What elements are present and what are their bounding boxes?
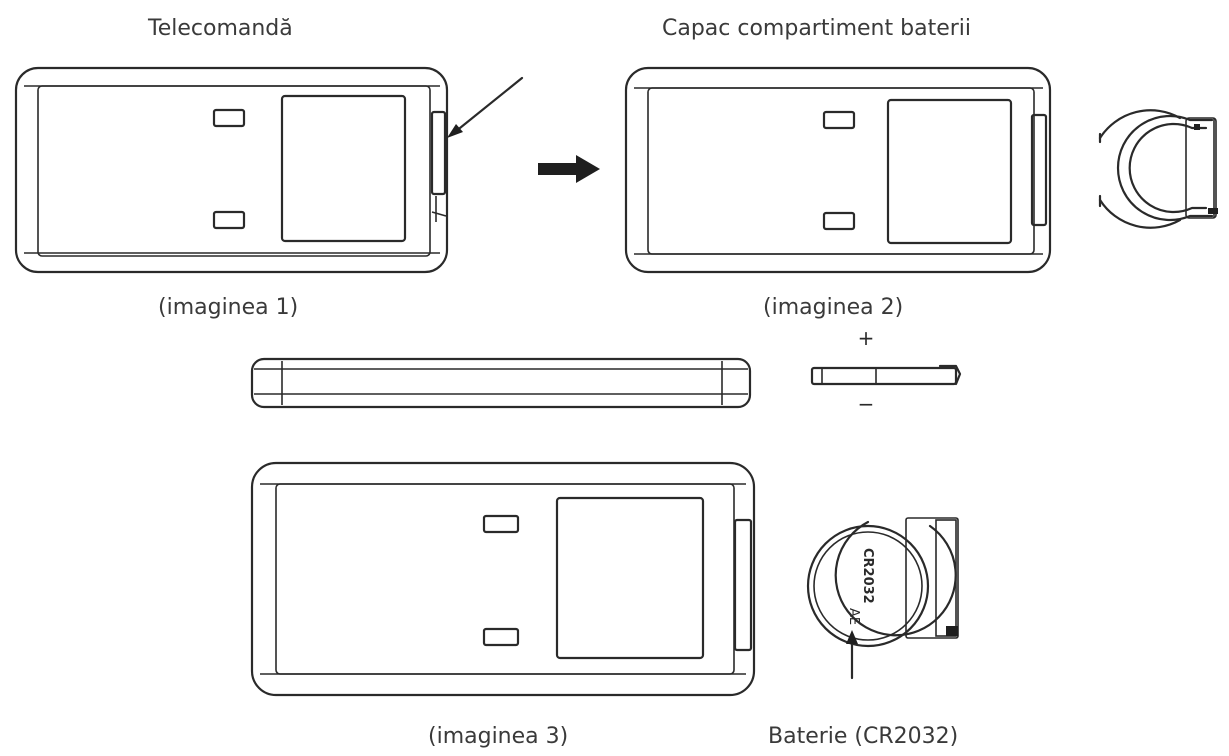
- remote-title: Telecomandă: [148, 16, 293, 41]
- pointer-arrow-icon: [447, 76, 524, 138]
- cover-title: Capac compartiment baterii: [662, 16, 971, 41]
- battery-caption: Baterie (CR2032): [768, 724, 959, 749]
- battery-side-view: [810, 364, 962, 386]
- cell-model-label: CR2032: [860, 548, 875, 604]
- plus-polarity-label: +: [858, 326, 875, 350]
- battery-in-holder-drawing: [806, 517, 959, 680]
- step-arrow-icon: [538, 155, 600, 183]
- remote-top-view-2: [624, 66, 1052, 274]
- remote-top-view-3: [250, 461, 756, 697]
- battery-cover-drawing: [1098, 109, 1218, 229]
- minus-polarity-label: −: [858, 392, 875, 416]
- image3-caption: (imaginea 3): [428, 724, 569, 749]
- cell-brand-label: AE: [846, 608, 861, 625]
- remote-top-view-1: [14, 66, 449, 274]
- image2-caption: (imaginea 2): [763, 295, 904, 320]
- image1-caption: (imaginea 1): [158, 295, 299, 320]
- remote-side-view: [250, 357, 752, 409]
